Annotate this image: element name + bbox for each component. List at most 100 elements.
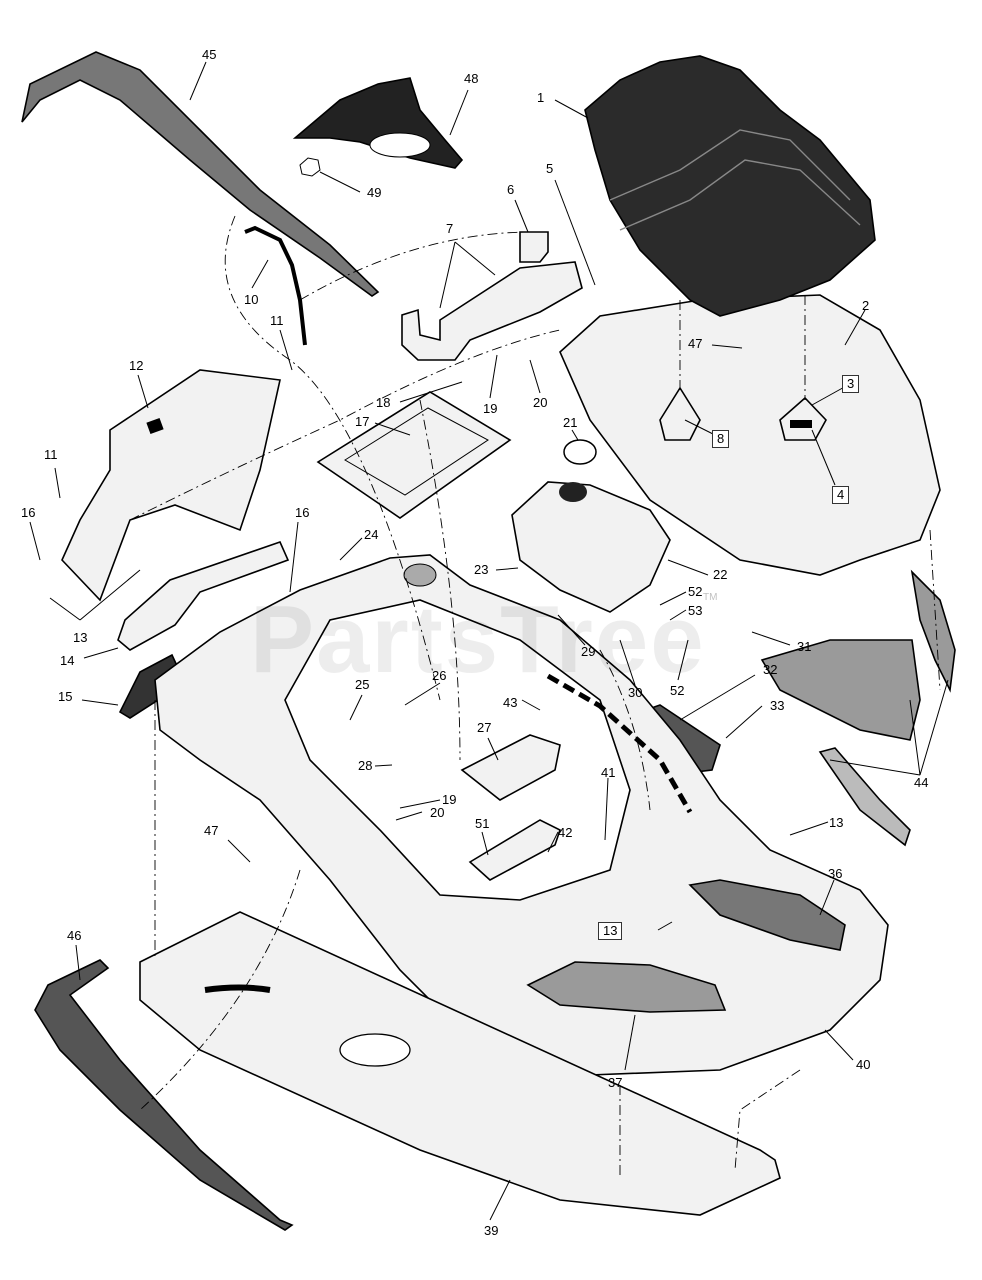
callout-51: 51 <box>475 816 490 831</box>
callout-53: 53 <box>688 603 703 618</box>
leader-24 <box>339 537 363 561</box>
leader-47a <box>711 344 743 349</box>
callout-52a: 52 <box>688 584 703 599</box>
callout-27: 27 <box>477 720 492 735</box>
assembly-line-3 <box>129 329 561 521</box>
callout-25: 25 <box>355 677 370 692</box>
leader-28 <box>374 764 393 767</box>
part-27-plate <box>460 734 561 801</box>
leader-16b <box>289 521 299 593</box>
leader-12 <box>137 374 149 409</box>
part-1-seat <box>584 55 876 317</box>
leader-13a <box>49 569 141 621</box>
callout-36: 36 <box>828 866 843 881</box>
part-17-plate <box>316 391 512 519</box>
part-14-angle-bracket <box>117 541 290 651</box>
callout-28: 28 <box>358 758 373 773</box>
part-45-side-rail <box>21 51 380 297</box>
callout-20b: 20 <box>430 805 445 820</box>
callout-13b: 13 <box>829 815 844 830</box>
part-6-support-tab <box>519 231 549 263</box>
part-12-hinge-plate <box>61 369 281 602</box>
leader-23 <box>495 567 519 571</box>
leader-31 <box>751 631 791 646</box>
leader-45 <box>189 61 207 101</box>
leader-47b <box>227 839 251 863</box>
part-4-knob-dark <box>790 420 812 428</box>
leader-11b <box>54 467 61 499</box>
callout-13c: 13 <box>598 922 623 940</box>
leader-32 <box>679 674 756 721</box>
callout-23: 23 <box>474 562 489 577</box>
callout-16a: 16 <box>21 505 36 520</box>
part-51-plate <box>468 819 561 881</box>
callout-13a: 13 <box>73 630 88 645</box>
callout-29: 29 <box>581 644 596 659</box>
callout-8: 8 <box>712 430 730 448</box>
part-10-rod <box>244 225 307 346</box>
callout-31: 31 <box>797 639 812 654</box>
leader-33 <box>725 705 763 739</box>
part-39-slot <box>204 984 271 993</box>
part-4-knob <box>779 396 827 441</box>
callout-10: 10 <box>244 292 259 307</box>
part-46-side-rail <box>34 959 294 1231</box>
part-49-nut <box>299 157 321 177</box>
leader-21 <box>571 429 579 441</box>
callout-40: 40 <box>856 1057 871 1072</box>
leader-6 <box>514 199 529 233</box>
callout-6: 6 <box>507 182 515 197</box>
leader-39 <box>489 1179 511 1221</box>
leader-19b <box>399 799 441 809</box>
callout-47a: 47 <box>688 336 703 351</box>
leader-11a <box>279 329 293 371</box>
part-8-knob <box>659 386 701 441</box>
callout-33: 33 <box>770 698 785 713</box>
part-39-hole <box>339 1033 411 1067</box>
part-44-panel-b <box>910 569 956 693</box>
leader-51 <box>481 831 489 856</box>
callout-24: 24 <box>364 527 379 542</box>
leader-5 <box>554 179 596 286</box>
leader-22 <box>667 559 709 576</box>
callout-47b: 47 <box>204 823 219 838</box>
callout-1: 1 <box>537 90 545 105</box>
callout-11a: 11 <box>270 313 284 328</box>
leader-4 <box>811 429 836 486</box>
part-29-slot-strip <box>546 673 693 814</box>
callout-49: 49 <box>367 185 382 200</box>
leader-40 <box>824 1029 854 1061</box>
leader-13c <box>657 921 673 931</box>
leader-44 <box>829 679 949 776</box>
part-44-strip <box>818 747 911 847</box>
part-1-seat-stitch-2 <box>619 159 861 231</box>
callout-21: 21 <box>563 415 578 430</box>
callout-19a: 19 <box>483 401 498 416</box>
leader-41 <box>604 777 609 841</box>
callout-44: 44 <box>914 775 929 790</box>
callout-12: 12 <box>129 358 144 373</box>
callout-45: 45 <box>202 47 217 62</box>
callout-20a: 20 <box>533 395 548 410</box>
leader-52b <box>677 639 689 681</box>
leader-37 <box>624 1014 636 1071</box>
callout-37: 37 <box>608 1075 623 1090</box>
leader-20a <box>529 359 541 394</box>
leader-52a <box>659 591 687 606</box>
leader-43 <box>521 699 541 711</box>
callout-32: 32 <box>763 662 778 677</box>
leader-36 <box>819 879 835 916</box>
assembly-line-1 <box>224 215 441 701</box>
leader-42 <box>547 831 559 853</box>
callout-7: 7 <box>446 221 454 236</box>
part-22-tank-neck <box>559 482 587 502</box>
leader-13b <box>789 821 829 836</box>
leader-10 <box>251 259 269 289</box>
leader-14 <box>83 647 119 659</box>
assembly-line-8 <box>929 529 941 691</box>
assembly-line-9 <box>139 869 301 1111</box>
leader-29 <box>557 614 586 646</box>
callout-41: 41 <box>601 765 616 780</box>
leader-25 <box>349 694 363 721</box>
part-12-slot <box>146 417 164 435</box>
